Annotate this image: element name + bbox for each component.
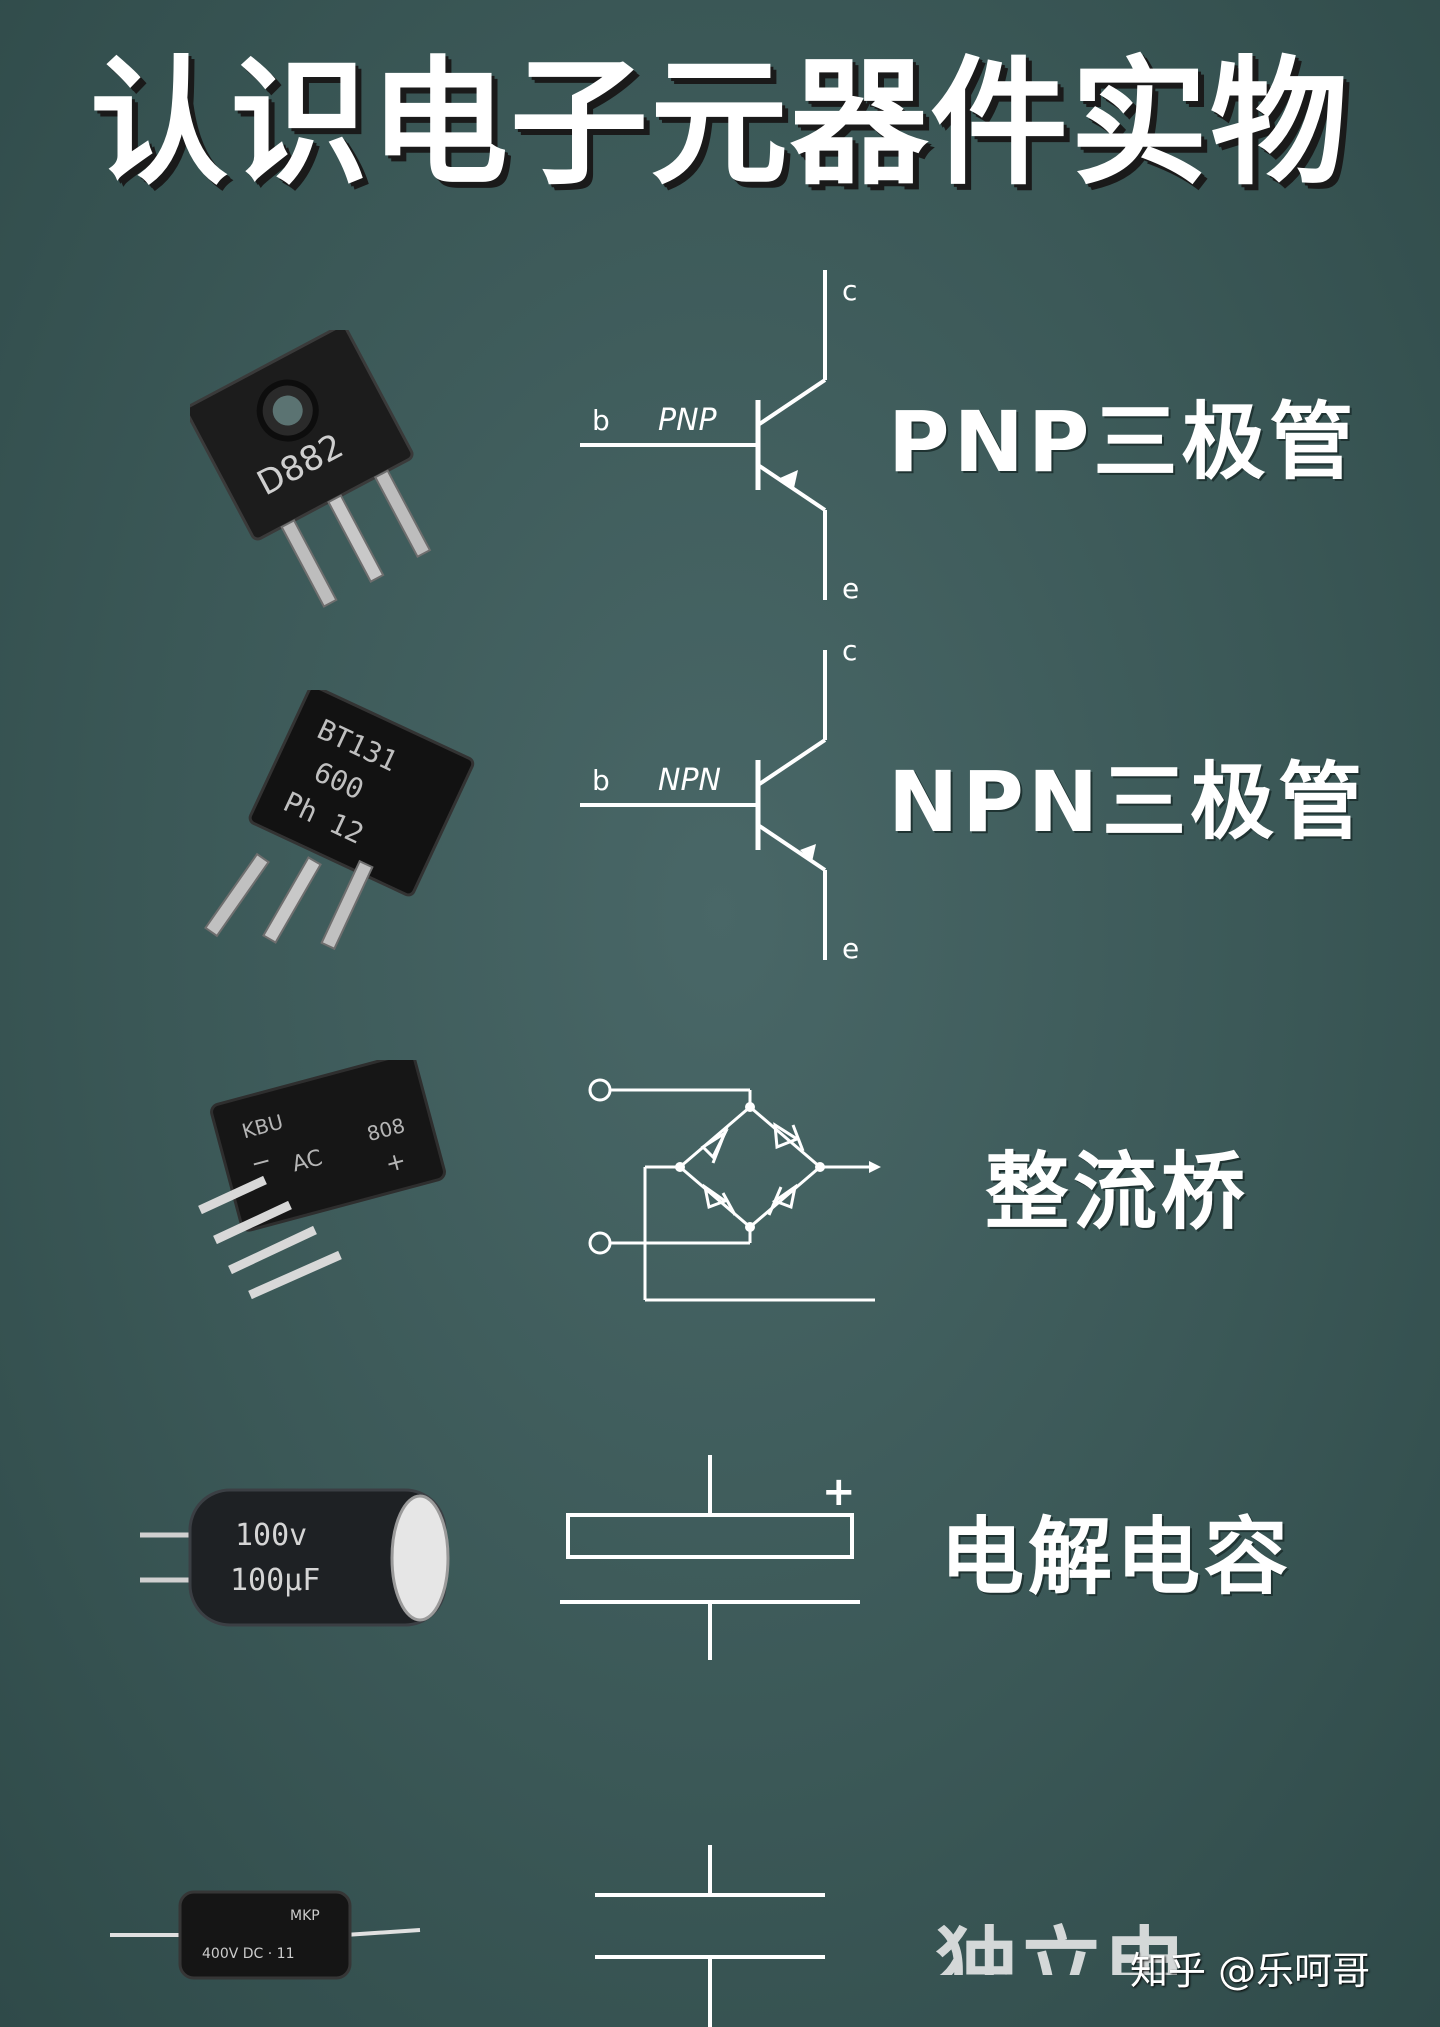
film-photo-marking-mkp: MKP	[290, 1908, 320, 1924]
npn-type-label: NPN	[658, 763, 721, 798]
npn-transistor-symbol: b NPN c e	[580, 634, 859, 965]
pnp-collector-label: c	[842, 274, 857, 307]
bridge-rectifier-label: 整流桥	[985, 1143, 1250, 1241]
npn-base-label: b	[592, 764, 610, 797]
electrolytic-capacitor-symbol: +	[560, 1455, 860, 1660]
pnp-transistor-photo: D882	[190, 330, 432, 608]
pnp-transistor-label: PNP三极管	[888, 393, 1358, 491]
electrolytic-capacitor-label: 电解电容	[940, 1508, 1293, 1606]
electrolytic-photo-marking-2: 100μF	[230, 1563, 320, 1598]
bridge-rectifier-photo: KBU AC 808 − +	[198, 1060, 446, 1300]
npn-transistor-photo: BT131 600 Ph 12	[204, 690, 475, 951]
film-capacitor-label-partial: 独立电	[935, 1918, 1188, 2016]
page-title: 认识电子元器件实物	[89, 43, 1350, 204]
npn-collector-label: c	[842, 634, 857, 667]
film-capacitor-symbol	[595, 1845, 825, 2027]
pnp-type-label: PNP	[658, 403, 718, 438]
watermark: 知乎 @乐呵哥	[1130, 1949, 1371, 1993]
electrolytic-polarity-label: +	[822, 1469, 856, 1515]
electrolytic-photo-marking-1: 100v	[235, 1518, 307, 1553]
film-capacitor-photo: MKP 400V DC · 11	[110, 1890, 421, 1980]
npn-emitter-label: e	[842, 932, 859, 965]
pnp-base-label: b	[592, 404, 610, 437]
film-photo-marking-voltage: 400V DC · 11	[202, 1946, 294, 1962]
electrolytic-capacitor-photo: 100v 100μF	[140, 1488, 450, 1627]
bridge-rectifier-symbol	[588, 1078, 881, 1302]
pnp-transistor-symbol: b PNP c e	[580, 270, 859, 605]
npn-transistor-label: NPN三极管	[888, 753, 1367, 851]
pnp-emitter-label: e	[842, 572, 859, 605]
